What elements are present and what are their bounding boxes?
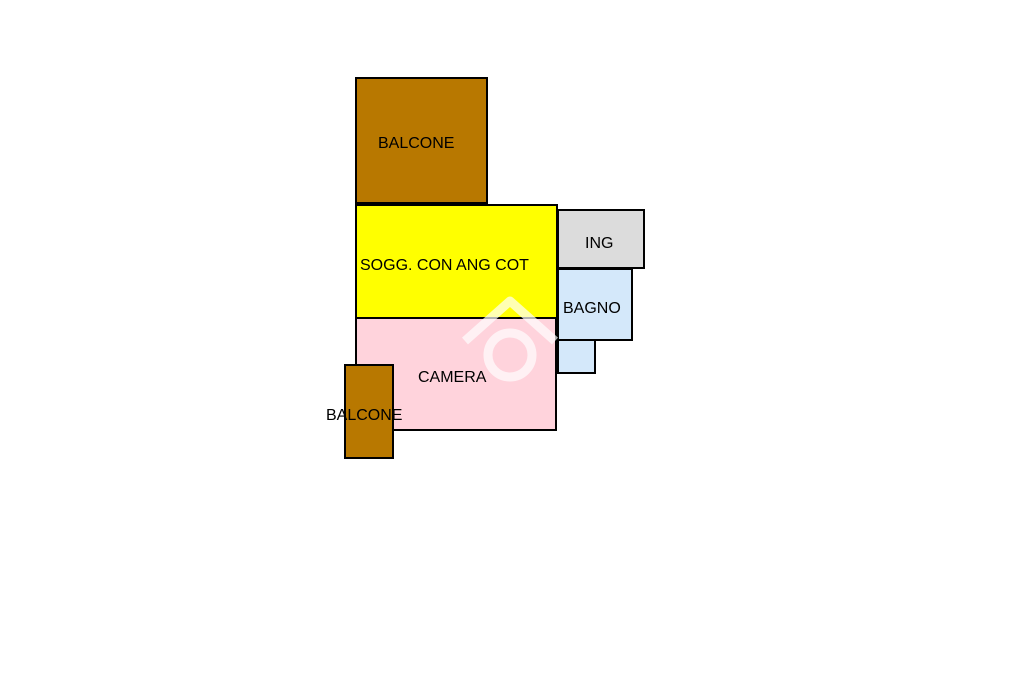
room-bagno-annex (557, 339, 596, 374)
room-label-soggiorno: SOGG. CON ANG COT (360, 257, 529, 274)
room-balcone-top (355, 77, 488, 204)
room-label-balcone-top: BALCONE (378, 135, 455, 152)
room-bagno (557, 268, 633, 341)
room-label-balcone-left: BALCONE (326, 407, 403, 424)
room-balcone-left (344, 364, 394, 459)
room-label-bagno: BAGNO (563, 300, 621, 317)
room-label-ingresso: ING (585, 235, 614, 252)
room-label-camera: CAMERA (418, 369, 487, 386)
